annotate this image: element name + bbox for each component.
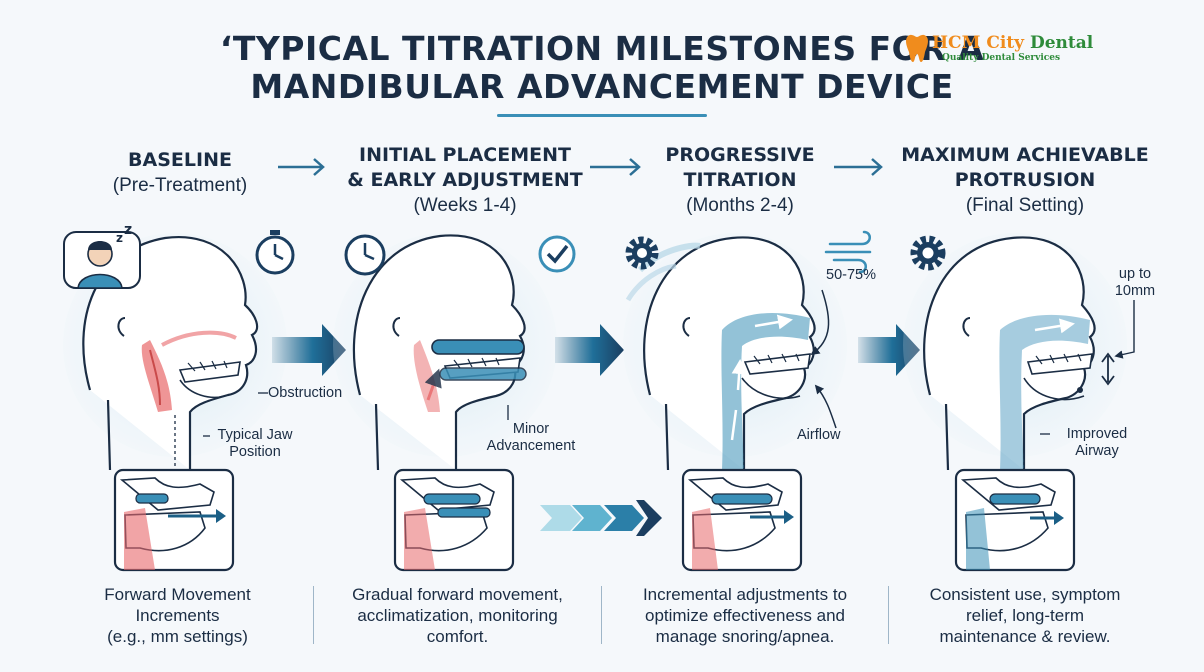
- stage-3-title-line-1: PROGRESSIVE: [665, 144, 815, 166]
- stopwatch-icon: [255, 230, 295, 275]
- stage-2-heading: INITIAL PLACEMENT & EARLY ADJUSTMENT (We…: [330, 143, 600, 218]
- checkmark-icon: [538, 235, 576, 273]
- description-divider: [888, 586, 889, 644]
- sleeping-person-icon: z z: [63, 222, 141, 289]
- brand-logo: HCM City Dental Quality Dental Services: [902, 32, 1094, 72]
- stage-4-heading: MAXIMUM ACHIEVABLE PROTRUSION (Final Set…: [885, 143, 1165, 218]
- stage-4-title-line-1: MAXIMUM ACHIEVABLE: [901, 144, 1149, 166]
- stage-3-head-profile: [623, 233, 847, 471]
- brand-tagline: Quality Dental Services: [942, 53, 1061, 63]
- up-to-10mm-label: up to 10mm: [1114, 266, 1156, 299]
- stage-2-subtitle: (Weeks 1-4): [413, 195, 517, 216]
- wind-icon: [824, 230, 872, 274]
- obstruction-label: Obstruction: [268, 385, 343, 401]
- percent-label: 50-75%: [826, 267, 876, 283]
- stage-1-title: BASELINE: [128, 149, 232, 171]
- stage-2-title-line-1: INITIAL PLACEMENT: [359, 144, 571, 166]
- stage-1-description: Forward Movement Increments (e.g., mm se…: [104, 585, 251, 646]
- stage-4-title-line-2: PROTRUSION: [954, 169, 1096, 191]
- clock-icon: [344, 234, 386, 276]
- stage-1-subtitle: (Pre-Treatment): [112, 175, 248, 196]
- page-title-line-2: MANDIBULAR ADVANCEMENT DEVICE: [250, 67, 954, 106]
- big-arrow-2: [555, 324, 624, 376]
- brand-name: HCM City Dental: [932, 33, 1094, 53]
- heading-arrow-2: [590, 158, 641, 176]
- stage-3-title-line-2: TITRATION: [683, 169, 797, 191]
- heading-arrow-1: [278, 158, 325, 176]
- description-divider: [601, 586, 602, 644]
- stage-3-description: Incremental adjustments to optimize effe…: [642, 585, 848, 646]
- svg-text:z: z: [116, 231, 123, 245]
- heading-arrow-3: [834, 158, 883, 176]
- improved-airway-label: Improved Airway: [1066, 426, 1128, 459]
- page-title-line-1: ‘TYPICAL TITRATION MILESTONES FOR A: [219, 29, 985, 68]
- stage-2-title-line-2: & EARLY ADJUSTMENT: [347, 169, 583, 191]
- progression-chevrons: [540, 500, 662, 536]
- big-arrow-1: [272, 324, 346, 376]
- stage-2-jaw-detail: [393, 468, 515, 572]
- stage-3-subtitle: (Months 2-4): [686, 195, 794, 216]
- stage-3-jaw-detail: [681, 468, 803, 572]
- adjustment-arrow-icon: [1101, 352, 1115, 386]
- stage-4-head-profile: [903, 233, 1127, 471]
- gear-icon: [625, 236, 659, 270]
- stage-4-description: Consistent use, symptom relief, long-ter…: [929, 585, 1121, 646]
- title-underline: [497, 114, 707, 117]
- svg-text:z: z: [124, 222, 132, 238]
- description-divider: [313, 586, 314, 644]
- stage-3-heading: PROGRESSIVE TITRATION (Months 2-4): [640, 143, 840, 218]
- gear-icon: [910, 235, 946, 271]
- stage-2-head-profile: [333, 233, 557, 471]
- stage-1-heading: BASELINE (Pre-Treatment): [85, 148, 275, 198]
- tooth-logo-icon: [906, 34, 928, 62]
- typical-jaw-position-label: Typical Jaw Position: [217, 427, 293, 460]
- stage-2-description: Gradual forward movement, acclimatizatio…: [352, 585, 563, 646]
- stage-1-jaw-detail: [113, 468, 235, 572]
- stage-4-subtitle: (Final Setting): [965, 195, 1085, 216]
- airflow-label: Airflow: [797, 427, 841, 443]
- minor-advancement-label: Minor Advancement: [486, 421, 576, 454]
- stage-4-jaw-detail: [954, 468, 1076, 572]
